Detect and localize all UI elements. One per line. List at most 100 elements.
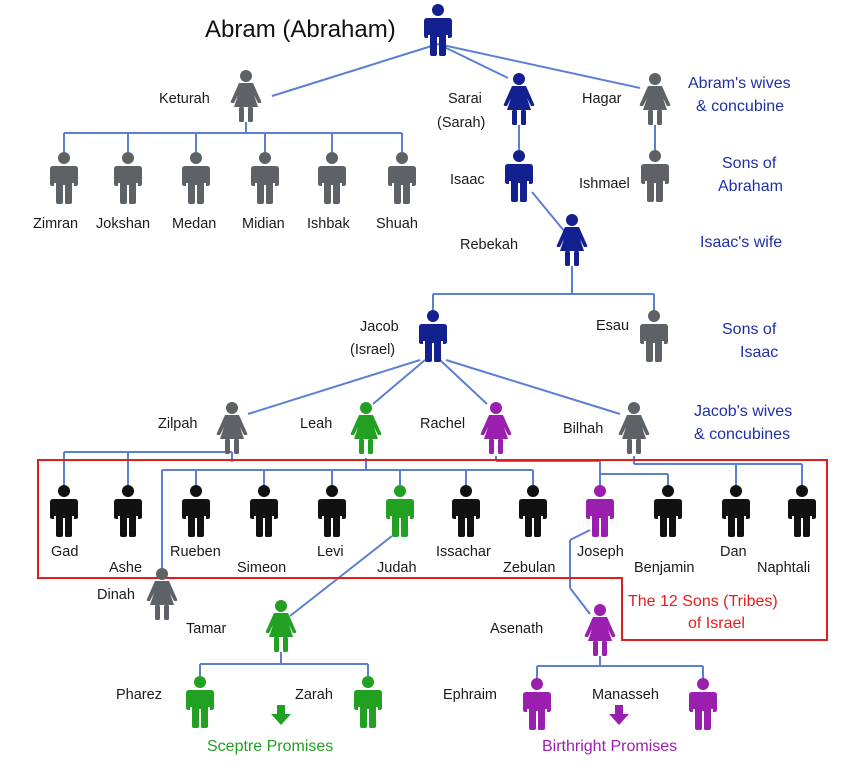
birthright-down-arrow-icon [609, 705, 629, 725]
ashe-male-person-icon [114, 485, 142, 537]
zebulan-male-person-icon [519, 485, 547, 537]
pharez-male-person-icon [186, 676, 214, 728]
label-twelve-tribes-line1: The 12 Sons (Tribes) [628, 593, 778, 610]
line-joseph-asenath3 [569, 587, 591, 615]
naphtali-male-person-icon [788, 485, 816, 537]
diagram-title: Abram (Abraham) [205, 16, 396, 43]
bilhah-female-person-icon [618, 402, 650, 454]
label-isaacs-wife: Isaac's wife [700, 234, 782, 251]
tamar-female-person-icon [265, 600, 297, 652]
leah-female-person-icon [350, 402, 382, 454]
label-jacobs-wives-line1: Jacob's wives [694, 403, 792, 420]
label-twelve-tribes-line2: of Israel [688, 615, 745, 632]
connector-lines [63, 43, 803, 678]
name-ashe: Ashe [109, 560, 142, 576]
name-jokshan: Jokshan [96, 216, 150, 232]
line-joseph-asenath [569, 529, 591, 541]
name-pharez: Pharez [116, 687, 162, 703]
person-names: Keturah Sarai (Sarah) Hagar Zimran Joksh… [33, 91, 810, 703]
name-ephraim: Ephraim [443, 687, 497, 703]
sarai-female-person-icon [503, 73, 535, 125]
name-joseph: Joseph [577, 544, 624, 560]
issachar-male-person-icon [452, 485, 480, 537]
generation-labels: Abram's wives & concubine Sons of Abraha… [628, 75, 792, 632]
label-sons-of-abraham-line1: Sons of [722, 155, 777, 172]
name-bilhah: Bilhah [563, 421, 603, 437]
benjamin-male-person-icon [654, 485, 682, 537]
rueben-male-person-icon [182, 485, 210, 537]
line-jacob-leah [372, 359, 426, 405]
ephraim-male-person-icon [523, 678, 551, 730]
name-keturah: Keturah [159, 91, 210, 107]
name-sarai: Sarai [448, 91, 482, 107]
label-sons-of-abraham-line2: Abraham [718, 178, 783, 195]
zimran-male-person-icon [50, 152, 78, 204]
line-jacob-rachel [439, 359, 488, 405]
name-issachar: Issachar [436, 544, 491, 560]
line-isaac-rebekah [531, 191, 566, 233]
sceptre-down-arrow-icon [271, 705, 291, 725]
name-hagar: Hagar [582, 91, 622, 107]
label-abrams-wives-line2: & concubine [696, 98, 784, 115]
name-rebekah: Rebekah [460, 237, 518, 253]
name-simeon: Simeon [237, 560, 286, 576]
judah-male-person-icon [386, 485, 414, 537]
name-naphtali: Naphtali [757, 560, 810, 576]
name-ishbak: Ishbak [307, 216, 350, 232]
name-leah: Leah [300, 416, 332, 432]
manasseh-male-person-icon [689, 678, 717, 730]
name-levi: Levi [317, 544, 344, 560]
medan-male-person-icon [182, 152, 210, 204]
name-medan: Medan [172, 216, 216, 232]
hagar-female-person-icon [639, 73, 671, 125]
jacob-male-person-icon [419, 310, 447, 362]
midian-male-person-icon [251, 152, 279, 204]
name-zilpah: Zilpah [158, 416, 198, 432]
zarah-male-person-icon [354, 676, 382, 728]
name-zimran: Zimran [33, 216, 78, 232]
name-ishmael: Ishmael [579, 176, 630, 192]
rebekah-female-person-icon [556, 214, 588, 266]
birthright-promises-label: Birthright Promises [542, 738, 677, 755]
name-dinah: Dinah [97, 587, 135, 603]
name-asenath: Asenath [490, 621, 543, 637]
gad-male-person-icon [50, 485, 78, 537]
zilpah-female-person-icon [216, 402, 248, 454]
name-israel: (Israel) [350, 342, 395, 358]
name-benjamin: Benjamin [634, 560, 694, 576]
joseph-male-person-icon [586, 485, 614, 537]
dan-male-person-icon [722, 485, 750, 537]
name-sarah: (Sarah) [437, 115, 485, 131]
label-jacobs-wives-line2: & concubines [694, 426, 790, 443]
name-shuah: Shuah [376, 216, 418, 232]
sceptre-promises-label: Sceptre Promises [207, 738, 333, 755]
tribes-highlight-outline [37, 459, 828, 641]
dinah-female-person-icon [146, 568, 178, 620]
rachel-female-person-icon [480, 402, 512, 454]
esau-male-person-icon [640, 310, 668, 362]
line-abram-sarai [437, 43, 509, 79]
line-judah-tamar [289, 535, 393, 617]
simeon-male-person-icon [250, 485, 278, 537]
name-zarah: Zarah [295, 687, 333, 703]
label-abrams-wives-line1: Abram's wives [688, 75, 791, 92]
name-gad: Gad [51, 544, 78, 560]
line-abram-hagar [437, 43, 641, 89]
label-sons-of-isaac-line2: Isaac [740, 344, 778, 361]
name-rachel: Rachel [420, 416, 465, 432]
name-zebulan: Zebulan [503, 560, 555, 576]
keturah-female-person-icon [230, 70, 262, 122]
name-rueben: Rueben [170, 544, 221, 560]
name-jacob: Jacob [360, 319, 399, 335]
name-manasseh: Manasseh [592, 687, 659, 703]
name-judah: Judah [377, 560, 417, 576]
label-sons-of-isaac-line1: Sons of [722, 321, 777, 338]
levi-male-person-icon [318, 485, 346, 537]
name-tamar: Tamar [186, 621, 226, 637]
ishmael-male-person-icon [641, 150, 669, 202]
name-midian: Midian [242, 216, 285, 232]
shuah-male-person-icon [388, 152, 416, 204]
line-jacob-zilpah [247, 359, 421, 415]
isaac-male-person-icon [505, 150, 533, 202]
